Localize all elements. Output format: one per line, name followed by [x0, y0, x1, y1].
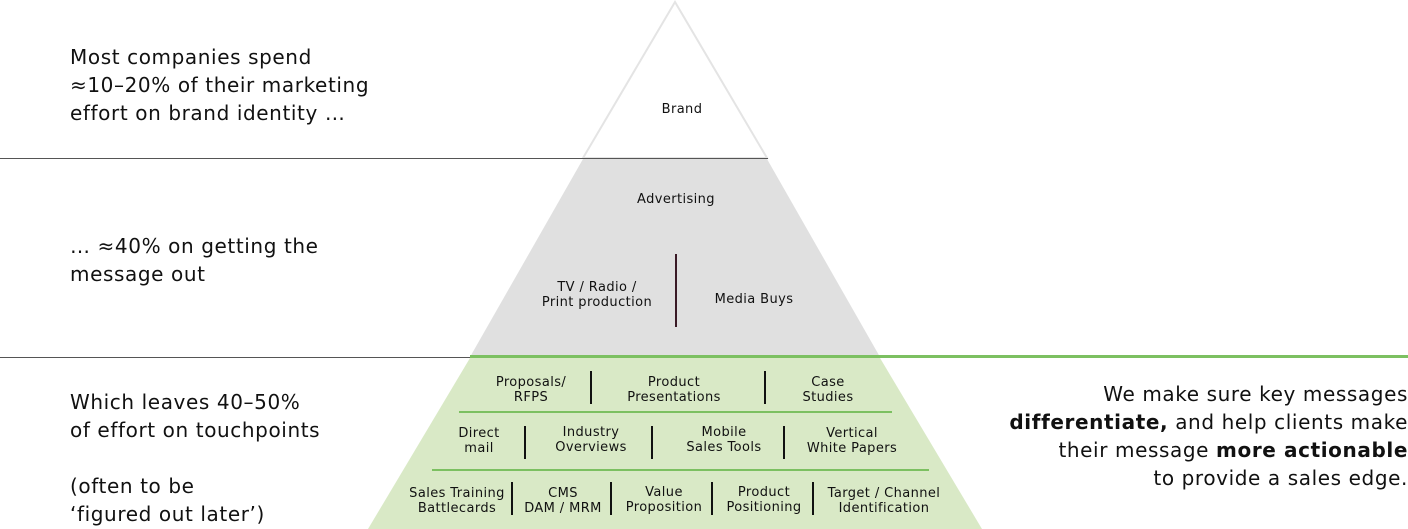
touchpoint-proposals: Proposals/ RFPS — [495, 375, 567, 405]
touchpoint-case-studies: Case Studies — [802, 375, 854, 405]
touchpoint-direct-mail: Direct mail — [458, 426, 500, 456]
value-proposition-text: We make sure key messages differentiate,… — [968, 380, 1408, 492]
caption-line: Most companies spend — [70, 45, 312, 69]
touchpoint-sales-training: Sales Training Battlecards — [409, 486, 505, 516]
caption-line: … ≈40% on getting the — [70, 234, 319, 258]
caption-line: effort on brand identity … — [70, 101, 346, 125]
vertical-separator — [764, 371, 766, 404]
green-divider-line — [470, 355, 1408, 358]
brand-label: Brand — [661, 102, 703, 117]
vertical-separator — [675, 254, 677, 327]
vertical-separator — [651, 426, 653, 459]
value-prop-line: to provide a sales edge. — [1153, 466, 1408, 490]
caption-message: … ≈40% on getting the message out — [70, 232, 400, 288]
touchpoint-value-proposition: Value Proposition — [625, 485, 703, 515]
vertical-separator — [711, 482, 713, 515]
caption-line: ≈10–20% of their marketing — [70, 73, 370, 97]
caption-line: (often to be — [70, 474, 195, 498]
touchpoint-mobile-sales-tools: Mobile Sales Tools — [686, 425, 762, 455]
pyramid-brand-tier — [581, 0, 769, 159]
vertical-separator — [511, 482, 513, 515]
value-prop-line: We make sure key messages — [1103, 382, 1408, 406]
row-separator — [432, 469, 929, 471]
caption-touchpoints: Which leaves 40–50% of effort on touchpo… — [70, 388, 400, 444]
caption-line: of effort on touchpoints — [70, 418, 321, 442]
caption-line: ‘figured out later’) — [70, 502, 265, 526]
caption-brand: Most companies spend ≈10–20% of their ma… — [70, 43, 450, 127]
emphasis-more-actionable: more actionable — [1216, 438, 1408, 462]
media-buys-label: Media Buys — [714, 292, 794, 307]
production-label: TV / Radio / Print production — [541, 280, 653, 310]
row-separator — [459, 411, 892, 413]
value-prop-line: differentiate, and help clients make — [1009, 410, 1408, 434]
divider-line — [0, 357, 470, 358]
vertical-separator — [812, 482, 814, 515]
vertical-separator — [783, 426, 785, 459]
advertising-label: Advertising — [637, 192, 715, 207]
pyramid-touchpoint-tier — [368, 358, 982, 529]
touchpoint-vertical-white-papers: Vertical White Papers — [806, 426, 898, 456]
vertical-separator — [590, 371, 592, 404]
vertical-separator — [610, 482, 612, 515]
caption-touchpoints-note: (often to be ‘figured out later’) — [70, 472, 400, 528]
caption-line: message out — [70, 262, 206, 286]
touchpoint-industry-overviews: Industry Overviews — [555, 425, 627, 455]
divider-line — [0, 158, 768, 159]
vertical-separator — [524, 426, 526, 459]
touchpoint-target-channel: Target / Channel Identification — [827, 486, 941, 516]
caption-line: Which leaves 40–50% — [70, 390, 301, 414]
value-prop-line: their message more actionable — [1058, 438, 1408, 462]
touchpoint-product-positioning: Product Positioning — [726, 485, 802, 515]
emphasis-differentiate: differentiate, — [1009, 410, 1169, 434]
touchpoint-product-presentations: Product Presentations — [627, 375, 721, 405]
touchpoint-cms-dam: CMS DAM / MRM — [524, 486, 602, 516]
